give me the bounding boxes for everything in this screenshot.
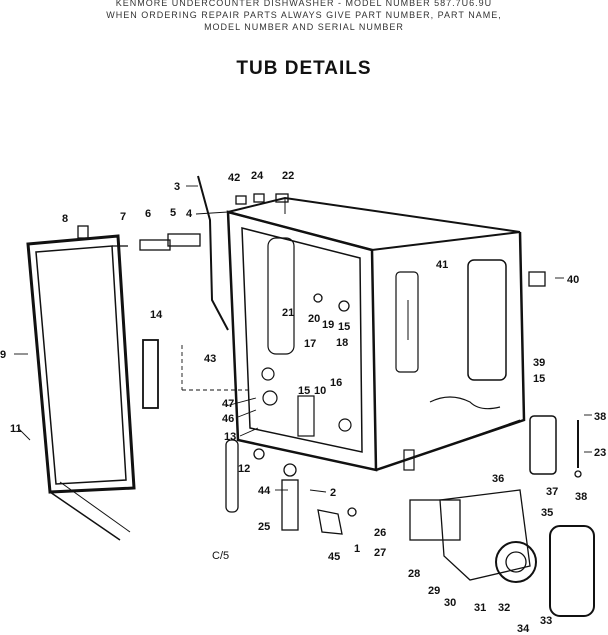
header-line-2: WHEN ORDERING REPAIR PARTS ALWAYS GIVE P… — [106, 10, 502, 20]
part-label-13: 13 — [224, 431, 236, 443]
part-label-38a: 38 — [594, 411, 606, 423]
part-label-6: 6 — [145, 208, 151, 220]
part-label-7: 7 — [120, 211, 126, 223]
part-labels: 3 42 24 22 4 8 7 6 5 41 40 14 21 20 19 1… — [0, 170, 606, 635]
part-label-39: 39 — [533, 357, 545, 369]
part-label-22: 22 — [282, 170, 294, 182]
misc-parts — [77, 175, 595, 617]
header-line-1: KENMORE UNDERCOUNTER DISHWASHER - MODEL … — [115, 0, 493, 8]
part-label-12: 12 — [238, 463, 250, 475]
part-label-10: 10 — [314, 385, 326, 397]
part-label-3: 3 — [174, 181, 180, 193]
part-label-32: 32 — [498, 602, 510, 614]
part-label-15c: 15 — [533, 373, 545, 385]
part-label-29: 29 — [428, 585, 440, 597]
part-label-28: 28 — [408, 568, 420, 580]
leader-lines — [14, 185, 592, 493]
part-label-24: 24 — [251, 170, 264, 182]
part-label-34: 34 — [517, 623, 530, 635]
part-label-15a: 15 — [338, 321, 350, 333]
part-label-21: 21 — [282, 307, 294, 319]
part-label-1: 1 — [354, 543, 360, 555]
part-label-38b: 38 — [575, 491, 587, 503]
page-title: TUB DETAILS — [236, 58, 372, 79]
part-label-31: 31 — [474, 602, 486, 614]
part-label-5: 5 — [170, 207, 176, 219]
part-label-44: 44 — [258, 485, 271, 497]
part-label-43: 43 — [204, 353, 216, 365]
part-label-40: 40 — [567, 274, 579, 286]
part-label-23: 23 — [594, 447, 606, 459]
part-label-20: 20 — [308, 313, 320, 325]
part-label-15b: 15 — [298, 385, 310, 397]
part-label-45: 45 — [328, 551, 340, 563]
part-label-33: 33 — [540, 615, 552, 627]
header-line-3: MODEL NUMBER AND SERIAL NUMBER — [204, 22, 404, 32]
part-label-42: 42 — [228, 172, 240, 184]
part-label-19: 19 — [322, 319, 334, 331]
part-label-41: 41 — [436, 259, 448, 271]
part-label-9: 9 — [0, 349, 6, 361]
part-label-27: 27 — [374, 547, 386, 559]
part-label-4: 4 — [186, 208, 193, 220]
part-label-16: 16 — [330, 377, 342, 389]
part-label-18: 18 — [336, 337, 348, 349]
part-label-25: 25 — [258, 521, 270, 533]
part-label-8: 8 — [62, 213, 68, 225]
part-label-11: 11 — [10, 423, 22, 435]
door-assembly — [26, 234, 159, 541]
part-label-2: 2 — [330, 487, 336, 499]
tub-body — [226, 196, 526, 472]
part-label-30: 30 — [444, 597, 456, 609]
part-label-17: 17 — [304, 338, 316, 350]
part-label-35: 35 — [541, 507, 553, 519]
part-label-46: 46 — [222, 413, 234, 425]
part-label-26: 26 — [374, 527, 386, 539]
diagram-code: C/5 — [212, 550, 230, 562]
part-label-47: 47 — [222, 398, 234, 410]
part-label-36: 36 — [492, 473, 504, 485]
part-label-37: 37 — [546, 486, 558, 498]
part-label-14: 14 — [150, 309, 163, 321]
